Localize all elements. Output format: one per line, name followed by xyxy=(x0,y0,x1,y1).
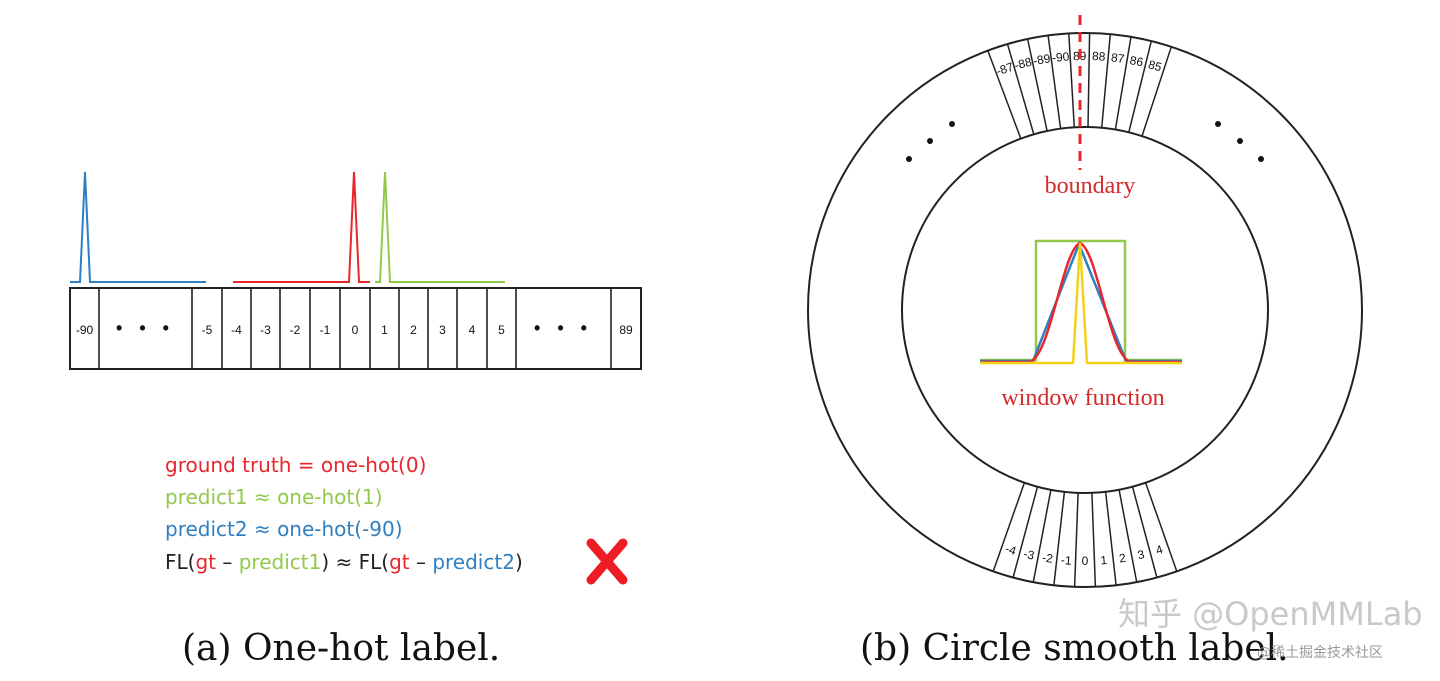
fl-predict2: predict2 xyxy=(432,550,515,574)
sector-label: 85 xyxy=(1147,57,1164,74)
sector-divider xyxy=(987,50,1022,139)
strip-cell-label: 4 xyxy=(469,323,476,337)
sector-label: 86 xyxy=(1129,53,1145,69)
window-function-plot xyxy=(980,239,1182,365)
strip-cell-label: -1 xyxy=(320,323,331,337)
legend-predict2: predict2 ≈ one-hot(-90) xyxy=(165,517,403,541)
legend-focal-loss: FL(gt – predict1) ≈ FL(gt – predict2) xyxy=(165,550,523,574)
predict2-spike xyxy=(70,171,206,283)
sector-label: 87 xyxy=(1110,50,1125,66)
strip-cell-label: 3 xyxy=(439,323,446,337)
red-cross-icon xyxy=(586,538,628,585)
strip-cell-label: 0 xyxy=(352,323,359,337)
strip-cell-label: 2 xyxy=(410,323,417,337)
sector-divider xyxy=(1068,33,1076,128)
sector-divider xyxy=(1087,32,1091,128)
ellipsis-left xyxy=(906,121,955,162)
sector-divider xyxy=(1131,486,1158,578)
sector-divider xyxy=(1128,40,1153,133)
legend-ground-truth: ground truth = one-hot(0) xyxy=(165,453,426,477)
ellipsis-right xyxy=(1215,121,1264,162)
sector-divider xyxy=(1047,35,1062,129)
caption-a: (a) One-hot label. xyxy=(182,628,500,669)
sector-divider xyxy=(1073,492,1079,587)
strip-ellipsis: • • • xyxy=(534,318,593,338)
fl-gt2: gt xyxy=(389,550,410,574)
sector-divider xyxy=(1104,491,1117,586)
sector-divider xyxy=(1053,491,1066,586)
inner-circle xyxy=(901,126,1269,494)
sector-label: 4 xyxy=(1154,542,1165,557)
predict1-spike xyxy=(375,171,505,283)
watermark: 知乎 @OpenMMLab @稀土掘金技术社区 xyxy=(1118,595,1423,661)
fl-prefix: FL( xyxy=(165,550,195,574)
yellow-pulse-window xyxy=(980,242,1182,365)
sector-label: 88 xyxy=(1092,49,1106,64)
strip-outline xyxy=(69,287,642,370)
strip-cell-label: -2 xyxy=(290,323,301,337)
sector-divider xyxy=(1012,486,1039,578)
window-function-label: window function xyxy=(1001,385,1164,411)
strip-ellipsis: • • • xyxy=(116,318,175,338)
one-hot-spikes xyxy=(70,171,505,283)
fl-predict1: predict1 xyxy=(239,550,322,574)
strip-cell-label: -90 xyxy=(76,323,94,337)
watermark-sub: @稀土掘金技术社区 xyxy=(1257,645,1383,661)
legend: ground truth = one-hot(0) predict1 ≈ one… xyxy=(165,453,628,585)
label-strip: -90 • • • -5 -4 -3 -2 -1 0 1 2 3 4 5 • • • 89 xyxy=(69,287,642,370)
sector-label: -3 xyxy=(1022,547,1036,563)
strip-cell-label: -5 xyxy=(202,323,213,337)
sector-label: -88 xyxy=(1013,55,1034,73)
sector-label: -87 xyxy=(994,60,1015,79)
sector-divider xyxy=(1006,43,1035,135)
fl-minus2: – xyxy=(410,550,433,574)
caption-b: (b) Circle smooth label. xyxy=(860,628,1289,669)
boundary-label: boundary xyxy=(1045,173,1136,199)
fl-minus: – xyxy=(216,550,239,574)
strip-cell-label: -3 xyxy=(260,323,271,337)
sector-divider xyxy=(992,482,1026,572)
strip-cell-label: -4 xyxy=(231,323,242,337)
sector-label: -1 xyxy=(1060,553,1072,568)
strip-cell-label: 1 xyxy=(381,323,388,337)
fl-gt: gt xyxy=(195,550,216,574)
sector-label: 0 xyxy=(1082,554,1089,568)
strip-cell-label: 5 xyxy=(498,323,505,337)
sector-label: -4 xyxy=(1004,542,1019,559)
sector-divider xyxy=(1144,482,1178,572)
sector-divider xyxy=(1141,46,1173,137)
sector-divider xyxy=(1091,492,1097,587)
sector-label: -89 xyxy=(1032,51,1052,68)
sector-divider xyxy=(1100,34,1112,128)
watermark-main: 知乎 @OpenMMLab xyxy=(1118,595,1423,633)
ground-truth-spike xyxy=(233,171,370,283)
sector-divider xyxy=(1026,38,1048,132)
fl-mid: ) ≈ FL( xyxy=(321,550,389,574)
sector-label: -2 xyxy=(1041,550,1054,565)
sector-label: 3 xyxy=(1136,547,1146,562)
sector-label: 1 xyxy=(1100,553,1108,567)
sector-divider xyxy=(1118,489,1138,583)
sector-label: -90 xyxy=(1051,49,1070,65)
panel-one-hot: -90 • • • -5 -4 -3 -2 -1 0 1 2 3 4 5 • • • 89 ground t… xyxy=(69,171,642,669)
sector-divider xyxy=(1114,36,1132,130)
sector-label: 2 xyxy=(1118,551,1127,566)
outer-circle xyxy=(807,32,1363,588)
sector-divider xyxy=(1032,489,1052,583)
strip-cell-label: 89 xyxy=(619,323,633,337)
fl-close: ) xyxy=(515,550,523,574)
legend-predict1: predict1 ≈ one-hot(1) xyxy=(165,485,383,509)
